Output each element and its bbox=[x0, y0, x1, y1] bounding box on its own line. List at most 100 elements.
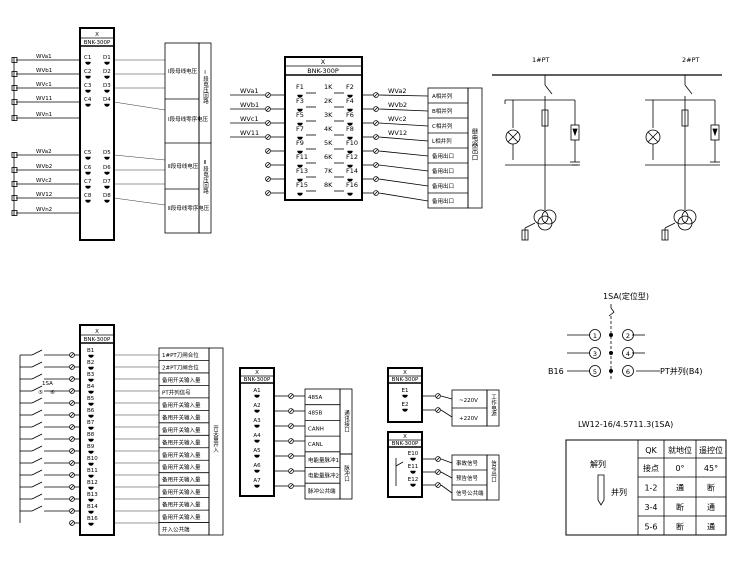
relay-left-screw-slot bbox=[266, 107, 270, 111]
signal-terminal-label: E11 bbox=[408, 464, 418, 470]
relay-right-screw-ring bbox=[373, 148, 379, 154]
relay-right-screw-ring bbox=[373, 176, 379, 182]
comm-header-x: X bbox=[255, 370, 259, 376]
switch-left-label: B16 bbox=[548, 367, 564, 376]
signal-screw bbox=[435, 456, 441, 462]
lw-header-cell: QK bbox=[645, 446, 657, 455]
input-switch-blade bbox=[31, 493, 43, 500]
voltage-terminal-post bbox=[11, 115, 18, 121]
voltage-terminal-dot bbox=[104, 199, 110, 203]
relay-left-label: WVb1 bbox=[240, 101, 259, 109]
relay-header-model: BNK-300P bbox=[307, 67, 339, 75]
input-screw bbox=[69, 364, 75, 370]
voltage-group-4: Ⅱ段母线零序电压 bbox=[168, 204, 210, 212]
input-signal-label: 备用开关输入量 bbox=[162, 413, 201, 421]
input-terminal-label: B14 bbox=[87, 504, 98, 510]
signal-screw-ring bbox=[435, 469, 441, 475]
relay-output-label: 备用出口 bbox=[432, 197, 454, 205]
voltage-terminal-d: D2 bbox=[103, 69, 111, 75]
power-screw-ring bbox=[435, 407, 441, 413]
power-wire bbox=[440, 409, 453, 418]
voltage-link bbox=[113, 197, 166, 206]
input-switch-blade bbox=[31, 481, 43, 488]
relay-terminal-dot bbox=[347, 122, 353, 126]
comm-signal-label: CANL bbox=[308, 442, 324, 448]
signal-terminal-block: X BNK-300P 信号出口 bbox=[387, 431, 500, 501]
voltage-terminal-dot bbox=[104, 89, 110, 93]
comm-screw bbox=[288, 453, 294, 459]
comm-signal-label: 脉冲公共端 bbox=[308, 487, 336, 495]
input-signal-label: 备用开关输入量 bbox=[162, 376, 201, 384]
relay-terminal-f: F13 bbox=[296, 167, 308, 175]
power-terminal-label: E1 bbox=[402, 388, 409, 394]
relay-left-screw-slot bbox=[266, 191, 270, 195]
input-screw bbox=[69, 460, 75, 466]
relay-coil-k: 3K bbox=[324, 111, 333, 119]
input-screw-slot bbox=[70, 449, 74, 453]
input-screw bbox=[69, 484, 75, 490]
relay-terminal-f: F4 bbox=[346, 97, 354, 105]
relay-terminal-f: F9 bbox=[296, 139, 304, 147]
voltage-group-2: Ⅰ段母线零序电压 bbox=[168, 115, 209, 123]
comm-terminal-label: A1 bbox=[253, 388, 260, 394]
pt-diagram: 1#PT 2#PT bbox=[492, 56, 722, 241]
voltage-left-label: WVn2 bbox=[36, 207, 52, 213]
relay-left-screw-ring bbox=[265, 92, 271, 98]
voltage-left-label: WVn1 bbox=[36, 112, 52, 118]
input-terminal-label: B16 bbox=[87, 516, 98, 522]
lw-table-cell: 断 bbox=[707, 483, 715, 493]
switch-contact-number: 4 bbox=[626, 350, 630, 358]
input-rows: B11#PT刀闸合位B22#PT刀闸合位B3备用开关输入量B4PT并列信号B5备… bbox=[19, 348, 209, 534]
comm-terminal-label: A3 bbox=[253, 418, 261, 424]
switch-contact-circle bbox=[589, 365, 601, 377]
relay-terminal-dot bbox=[297, 178, 303, 182]
input-terminal-label: B9 bbox=[87, 444, 95, 450]
input-side-label: 开关量开入 bbox=[212, 425, 219, 453]
relay-side-label: 继电器出口 bbox=[470, 127, 478, 161]
relay-terminal-f: F14 bbox=[346, 167, 358, 175]
comm-terminal-dot bbox=[254, 394, 260, 398]
voltage-left-label: WVa1 bbox=[36, 54, 52, 60]
comm-terminal-label: A6 bbox=[253, 463, 261, 469]
signal-header-model: BNK-300P bbox=[392, 441, 419, 447]
input-terminal-block: X BNK-300P 1SA ⑤ ⑥ 开关量开入 bbox=[38, 324, 224, 536]
relay-left-label: WV11 bbox=[240, 129, 259, 137]
voltage-terminal-post bbox=[11, 71, 18, 77]
input-terminal-dot bbox=[88, 390, 94, 394]
relay-terminal-f: F11 bbox=[296, 153, 308, 161]
relay-coil-k: 7K bbox=[324, 167, 333, 175]
relay-left-screw-ring bbox=[265, 134, 271, 140]
relay-right-screw-slot bbox=[374, 93, 378, 97]
voltage-terminal-dot bbox=[104, 103, 110, 107]
lw-position-off: 解列 bbox=[590, 459, 606, 469]
relay-left-screw-slot bbox=[266, 121, 270, 125]
relay-terminal-f: F7 bbox=[296, 125, 304, 133]
input-switch-blade bbox=[31, 505, 43, 512]
voltage-link bbox=[113, 101, 166, 111]
comm-screw bbox=[288, 423, 294, 429]
input-switch-blade bbox=[31, 421, 43, 428]
relay-terminal-f: F12 bbox=[346, 153, 358, 161]
relay-terminal-f: F10 bbox=[346, 139, 358, 147]
input-terminal-label: B10 bbox=[87, 456, 98, 462]
input-screw bbox=[69, 436, 75, 442]
voltage-terminal-dot bbox=[85, 156, 91, 160]
voltage-left-label: WVc1 bbox=[36, 82, 52, 88]
lw-table-cell: 0° bbox=[675, 464, 684, 473]
input-terminal-label: B12 bbox=[87, 480, 98, 486]
input-switch-blade bbox=[31, 373, 43, 380]
voltage-terminal-c: C1 bbox=[84, 55, 91, 61]
lw-table-cell: 断 bbox=[676, 502, 684, 512]
lw-table-cell: 通 bbox=[707, 522, 715, 532]
relay-output-link bbox=[378, 136, 429, 142]
comm-side-label: 通讯接口 bbox=[343, 409, 350, 434]
comm-screw-ring bbox=[288, 393, 294, 399]
input-signal-label: 备用开关输入量 bbox=[162, 401, 201, 409]
input-screw bbox=[69, 472, 75, 478]
voltage-terminal-post bbox=[11, 210, 18, 216]
lw-title: LW12-16/4.5711.3(1SA) bbox=[578, 420, 673, 429]
pt2-label: 2#PT bbox=[682, 56, 700, 64]
power-terminal-label: E2 bbox=[402, 402, 409, 408]
